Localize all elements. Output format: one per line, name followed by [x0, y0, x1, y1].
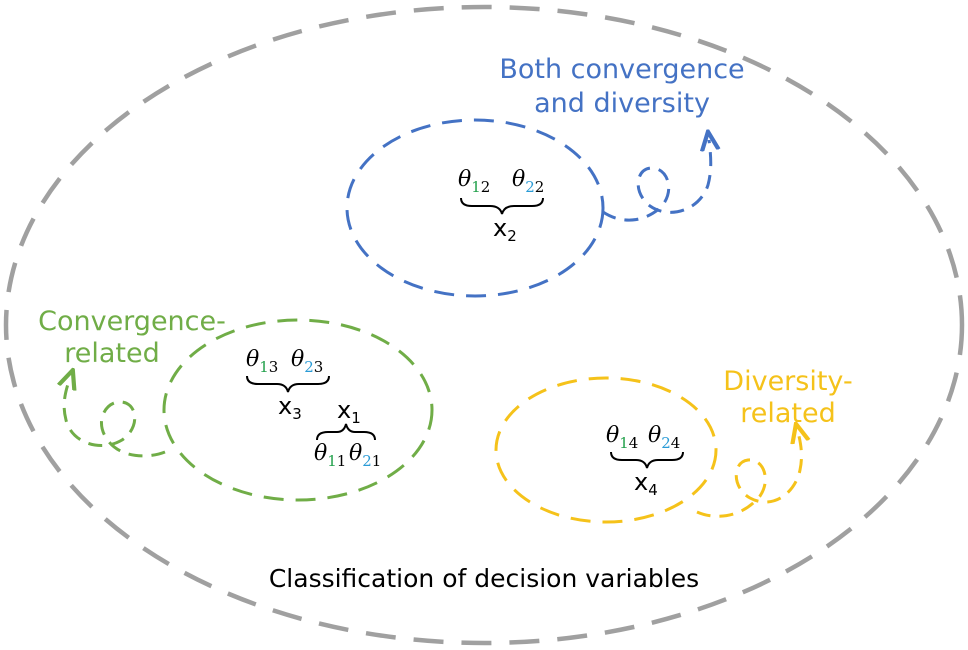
theta-11-symbol: θ [314, 441, 327, 466]
x3-index: 3 [292, 405, 302, 423]
loop-arrow-icon [602, 140, 711, 222]
x3-label: x3 [278, 392, 302, 423]
brace-x2 [460, 197, 544, 215]
variable-x1: x1 θ11 θ21 [314, 396, 381, 470]
x2-index: 2 [507, 227, 517, 245]
blue-dashed-ellipse [345, 118, 605, 298]
brace-x1 [316, 423, 376, 441]
theta-14-sub-a: 1 [619, 434, 629, 452]
x1-index: 1 [351, 409, 361, 427]
x1-label: x1 [337, 396, 361, 427]
theta-21-sub-a: 2 [362, 452, 372, 470]
both-label-line1: Both convergence [499, 54, 744, 85]
x4-label: x4 [634, 468, 658, 499]
variable-x4: θ14 θ24 x4 [606, 423, 684, 499]
variable-x3: θ13 θ23 x3 [246, 347, 330, 423]
x3-name: x [278, 392, 292, 420]
yellow-dashed-ellipse [494, 376, 718, 524]
theta-14-sub-b: 4 [629, 434, 639, 452]
x4-index: 4 [648, 481, 658, 499]
diversity-label-line1: Diversity- [723, 366, 852, 397]
green-dashed-ellipse [162, 318, 434, 502]
theta-21: θ21 [349, 441, 381, 470]
x4-name: x [634, 468, 648, 496]
convergence-label-line2: related [64, 338, 160, 369]
theta-13-sub-a: 1 [259, 358, 269, 376]
brace-x3 [246, 375, 330, 393]
theta-13-sub-b: 3 [269, 358, 279, 376]
theta-12-symbol: θ [458, 167, 471, 192]
theta-22-sub-b: 2 [535, 178, 545, 196]
theta-12-sub-b: 2 [481, 178, 491, 196]
theta-23-sub-a: 2 [304, 358, 314, 376]
x1-name: x [337, 396, 351, 424]
theta-11-sub-b: 1 [337, 452, 347, 470]
loop-arrow-icon [696, 432, 801, 518]
theta-11-sub-a: 1 [327, 452, 337, 470]
theta-22-symbol: θ [512, 167, 525, 192]
theta-24: θ24 [648, 423, 680, 452]
both-label-line2: and diversity [534, 88, 710, 119]
theta-23-symbol: θ [291, 347, 304, 372]
theta-14-symbol: θ [606, 423, 619, 448]
theta-22: θ22 [512, 167, 544, 196]
outer-dashed-ellipse [3, 4, 965, 646]
x2-name: x [493, 214, 507, 242]
theta-22-sub-a: 2 [525, 178, 535, 196]
theta-14: θ14 [606, 423, 638, 452]
convergence-label-line1: Convergence- [38, 306, 226, 337]
theta-11: θ11 [314, 441, 346, 470]
theta-12-sub-a: 1 [471, 178, 481, 196]
theta-24-symbol: θ [648, 423, 661, 448]
theta-21-symbol: θ [349, 441, 362, 466]
loop-arrow-icon [64, 378, 166, 458]
x2-label: x2 [493, 214, 517, 245]
theta-12: θ12 [458, 167, 490, 196]
theta-23: θ23 [291, 347, 323, 376]
diagram-caption: Classification of decision variables [269, 564, 699, 593]
variable-x2: θ12 θ22 x2 [458, 167, 544, 245]
theta-21-sub-b: 1 [372, 452, 382, 470]
brace-x4 [610, 451, 684, 469]
theta-24-sub-a: 2 [661, 434, 671, 452]
diversity-label-line2: related [740, 398, 836, 429]
theta-23-sub-b: 3 [314, 358, 324, 376]
theta-13: θ13 [246, 347, 278, 376]
theta-13-symbol: θ [246, 347, 259, 372]
theta-24-sub-b: 4 [671, 434, 681, 452]
